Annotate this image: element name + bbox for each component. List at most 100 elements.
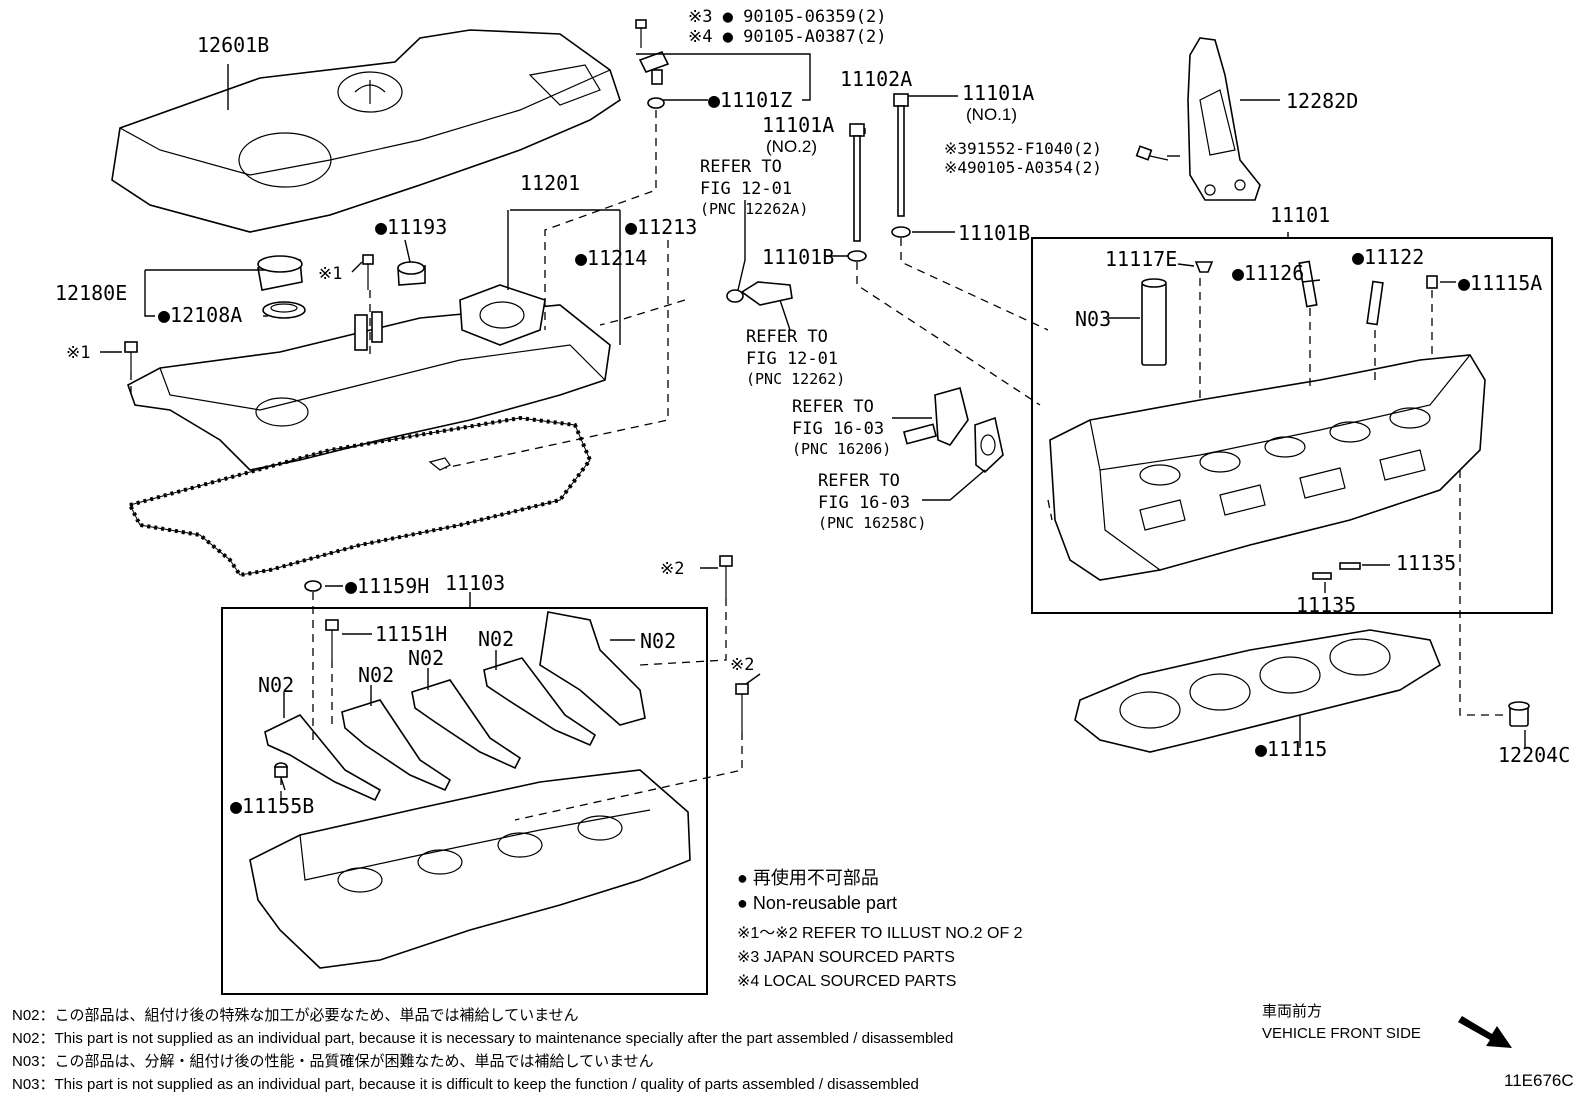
label-12204C: 12204C xyxy=(1498,743,1570,767)
label-N02-e: N02 xyxy=(258,673,294,697)
engine-hanger-12282D xyxy=(1187,37,1261,201)
label-11101A-no2: 11101A xyxy=(762,113,834,137)
label-11101B-right: 11101B xyxy=(958,221,1030,245)
label-x1-upper: ※1 xyxy=(318,264,342,284)
bolt-11101A-no1 xyxy=(891,93,911,238)
pin-11122 xyxy=(1366,280,1384,326)
vehicle-front-indicator: 車両前方 VEHICLE FRONT SIDE 11E676C xyxy=(1262,1003,1574,1090)
head-gasket-11115 xyxy=(1074,629,1441,753)
pcv-hose xyxy=(726,281,793,306)
label-91552-F1040: ※391552-F1040(2) xyxy=(944,139,1102,158)
footnote-n02-jp: N02：この部品は、組付け後の特殊な加工が必要なため、単品では補給していません xyxy=(12,1007,579,1024)
refer3-line3: (PNC 16206) xyxy=(792,440,891,458)
plug-11159H xyxy=(304,580,322,592)
legend-en: ● Non-reusable part xyxy=(737,893,897,913)
label-11101A-no2-sub: (NO.2) xyxy=(766,137,817,156)
bolt-x1-left xyxy=(124,341,138,372)
bolt-11101A-no2 xyxy=(847,123,867,262)
label-90105-A0387: ※4 ● 90105-A0387(2) xyxy=(688,27,886,47)
refer4-line1: REFER TO xyxy=(818,471,900,491)
label-90105-06359: ※3 ● 90105-06359(2) xyxy=(688,7,886,27)
label-11213: ●11213 xyxy=(625,215,697,239)
pin-11135 xyxy=(1312,562,1361,580)
refer3-line2: FIG 16-03 xyxy=(792,419,884,439)
leader-lines xyxy=(100,53,1526,791)
refer1-line2: FIG 12-01 xyxy=(700,179,792,199)
label-11101A-no1-sub: (NO.1) xyxy=(966,105,1017,124)
engine-cover-illustration xyxy=(111,29,621,233)
label-11214: ●11214 xyxy=(575,246,647,270)
label-11201: 11201 xyxy=(520,171,580,195)
label-11122: ●11122 xyxy=(1352,245,1424,269)
refer1-line1: REFER TO xyxy=(700,157,782,177)
bolt-11151H xyxy=(325,619,339,660)
illustration-id: 11E676C xyxy=(1504,1071,1574,1090)
bolt-91552 xyxy=(1135,145,1169,161)
plug-11193 xyxy=(397,261,426,286)
refer2-line1: REFER TO xyxy=(746,327,828,347)
bolt-90105 xyxy=(635,19,647,48)
label-x2-upper: ※2 xyxy=(660,559,684,579)
label-11101: 11101 xyxy=(1270,203,1330,227)
refer2-line2: FIG 12-01 xyxy=(746,349,838,369)
pin-11115A xyxy=(1426,275,1438,289)
refer-notes: REFER TO FIG 12-01 (PNC 12262A) REFER TO… xyxy=(700,157,926,532)
label-N02-c: N02 xyxy=(408,646,444,670)
label-12282D: 12282D xyxy=(1286,89,1358,113)
footnotes: N02：この部品は、組付け後の特殊な加工が必要なため、単品では補給していません … xyxy=(12,1007,953,1093)
label-x2-lower: ※2 xyxy=(730,655,754,675)
cylinder-head-illustration xyxy=(1049,354,1486,581)
pin-11126 xyxy=(1298,260,1318,308)
label-11103: 11103 xyxy=(445,571,505,595)
label-12180E: 12180E xyxy=(55,281,127,305)
refer2-line3: (PNC 12262) xyxy=(746,370,845,388)
label-11102A: 11102A xyxy=(840,67,912,91)
label-90105-A0354: ※490105-A0354(2) xyxy=(944,158,1102,177)
legend-note1: ※1～※2 REFER TO ILLUST NO.2 OF 2 xyxy=(737,925,1023,942)
cylinder-head-box xyxy=(1031,237,1553,614)
label-11101Z: ●11101Z xyxy=(708,88,792,112)
direction-jp: 車両前方 xyxy=(1262,1003,1322,1020)
label-11115: ●11115 xyxy=(1255,737,1327,761)
refer3-line1: REFER TO xyxy=(792,397,874,417)
gasket-16258C xyxy=(974,416,1004,474)
label-11101A-no1: 11101A xyxy=(962,81,1034,105)
legend-note3: ※3 JAPAN SOURCED PARTS xyxy=(737,949,955,966)
refer4-line3: (PNC 16258C) xyxy=(818,514,926,532)
plug-N03 xyxy=(1141,278,1167,366)
label-11151H: 11151H xyxy=(375,622,447,646)
label-N02-b: N02 xyxy=(640,629,676,653)
label-11135-right: 11135 xyxy=(1396,551,1456,575)
bearing-caps-illustration xyxy=(264,611,646,802)
water-outlet-16206 xyxy=(902,387,969,446)
legend-jp: ● 再使用不可部品 xyxy=(737,868,879,888)
refer4-line2: FIG 16-03 xyxy=(818,493,910,513)
bolt-x1-upper xyxy=(362,254,374,290)
footnote-n03-en: N03：This part is not supplied as an indi… xyxy=(12,1076,919,1093)
camshaft-housing-box xyxy=(221,607,708,995)
alignment-lines xyxy=(130,110,1505,821)
label-11155B: ●11155B xyxy=(230,794,314,818)
refer1-line3: (PNC 12262A) xyxy=(700,200,808,218)
label-12601B: 12601B xyxy=(197,33,269,57)
footnote-n03-jp: N03：この部品は、分解・組付け後の性能・品質確保が困難なため、単品では補給して… xyxy=(12,1052,654,1070)
oil-filler-cap xyxy=(257,255,306,319)
plug-11155B xyxy=(274,762,288,778)
label-N02-d: N02 xyxy=(358,663,394,687)
legend: ● 再使用不可部品 ● Non-reusable part ※1～※2 REFE… xyxy=(737,868,1023,990)
camshaft-housing-illustration xyxy=(249,769,691,969)
label-11193: ●11193 xyxy=(375,215,447,239)
guide-11102A xyxy=(638,51,670,109)
label-11117E: 11117E xyxy=(1105,247,1177,271)
bolt-x2-lower xyxy=(735,683,749,732)
legend-note4: ※4 LOCAL SOURCED PARTS xyxy=(737,973,956,990)
part-labels: 12601B ※3 ● 90105-06359(2) ※4 ● 90105-A0… xyxy=(55,7,1570,818)
plug-11117E xyxy=(1194,261,1214,273)
footnote-n02-en: N02：This part is not supplied as an indi… xyxy=(12,1030,953,1047)
label-11115A: ●11115A xyxy=(1458,271,1542,295)
label-N03: N03 xyxy=(1075,307,1111,331)
label-11159H: ●11159H xyxy=(345,574,429,598)
label-11126: ●11126 xyxy=(1232,261,1304,285)
direction-arrow-icon xyxy=(1458,1016,1512,1048)
